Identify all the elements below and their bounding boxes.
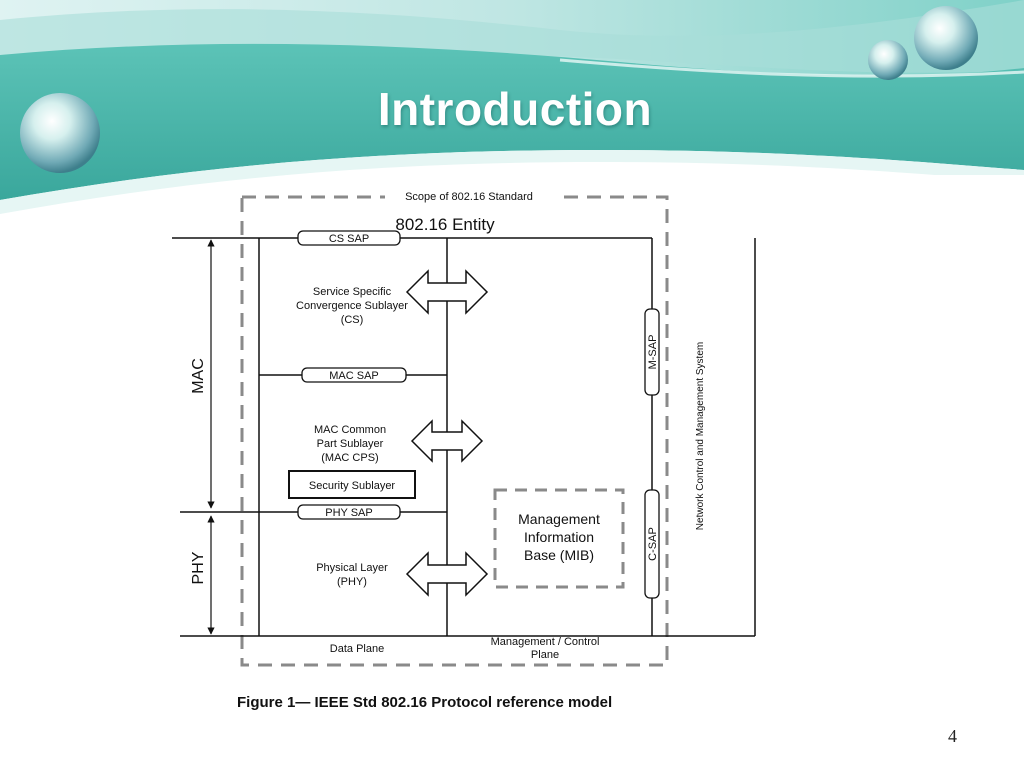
mac-cps-bidirectional-arrow [410, 419, 484, 463]
mib-line-1: Management [518, 511, 600, 527]
c-sap-label: C-SAP [647, 527, 659, 561]
management-plane-line-2: Plane [531, 649, 559, 661]
slide-title: Introduction [377, 83, 653, 135]
phy-layer-line-2: (PHY) [337, 576, 367, 588]
m-sap-label: M-SAP [647, 335, 659, 370]
bubble-decoration-right [914, 6, 978, 70]
bubble-decoration-left [20, 93, 100, 173]
phy-bidirectional-arrow [405, 551, 489, 597]
phy-layer-line-1: Physical Layer [316, 562, 388, 574]
phy-side-label: PHY [190, 551, 207, 584]
mib-line-2: Information [524, 529, 594, 545]
mib-line-3: Base (MIB) [524, 547, 594, 563]
mac-cps-line-2: Part Sublayer [317, 438, 384, 450]
security-sublayer-label: Security Sublayer [309, 480, 396, 492]
scope-boundary [240, 195, 669, 667]
phy-sap-label: PHY SAP [325, 507, 373, 519]
cs-sublayer-line-3: (CS) [341, 314, 364, 326]
mac-cps-line-3: (MAC CPS) [321, 452, 378, 464]
data-plane-label: Data Plane [330, 643, 384, 655]
header-banner [0, 0, 1024, 215]
entity-label: 802.16 Entity [395, 215, 495, 234]
management-plane-line-1: Management / Control [491, 636, 600, 648]
protocol-reference-model-diagram: Scope of 802.16 Standard 802.16 Entity M… [172, 188, 756, 711]
mib-box [493, 488, 625, 589]
slide-number: 4 [948, 726, 957, 746]
mac-cps-line-1: MAC Common [314, 424, 386, 436]
cs-sublayer-line-2: Convergence Sublayer [296, 300, 408, 312]
network-control-system-label: Network Control and Management System [695, 342, 706, 530]
scope-label: Scope of 802.16 Standard [405, 191, 533, 203]
cs-sap-label: CS SAP [329, 233, 369, 245]
cs-bidirectional-arrow [405, 269, 489, 315]
figure-caption: Figure 1— IEEE Std 802.16 Protocol refer… [237, 694, 612, 711]
cs-sublayer-line-1: Service Specific [313, 286, 392, 298]
mac-side-label: MAC [190, 358, 207, 394]
mac-sap-label: MAC SAP [329, 370, 379, 382]
bubble-decoration-small [868, 40, 908, 80]
